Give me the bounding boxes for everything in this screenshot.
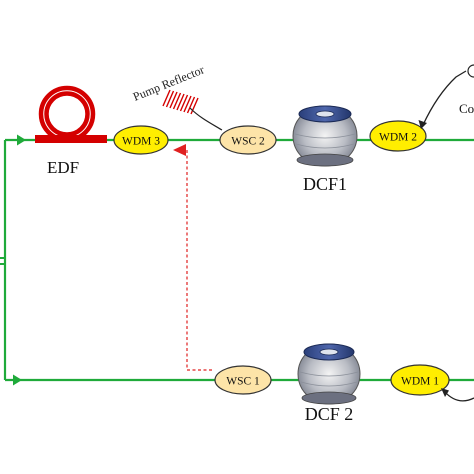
wdm1-label: WDM 1 bbox=[401, 376, 439, 388]
dashed-feedback-path bbox=[173, 144, 214, 371]
pump-reflector-grating-icon bbox=[162, 89, 199, 115]
edf-coil-icon bbox=[35, 85, 107, 143]
dcf2-label: DCF 2 bbox=[305, 404, 354, 424]
arrow-bottom-icon bbox=[13, 374, 22, 386]
wsc1-label: WSC 1 bbox=[226, 376, 260, 388]
pump-lead-top bbox=[422, 70, 467, 126]
wdm2-coupler: WDM 2 bbox=[369, 120, 427, 152]
wdm3-coupler: WDM 3 bbox=[113, 125, 169, 155]
pump-source-top-partial-icon bbox=[467, 64, 474, 78]
pump-lead-bottom bbox=[443, 390, 474, 402]
pump-reflector-fiber bbox=[189, 107, 223, 131]
dcf1-spool-icon bbox=[292, 105, 358, 167]
dcf1-label: DCF1 bbox=[303, 174, 347, 194]
wsc2-label: WSC 2 bbox=[231, 136, 265, 148]
pump-lead-top-arrow-icon bbox=[418, 120, 427, 129]
pump-lead-bottom-arrow-icon bbox=[441, 388, 449, 397]
arrow-top-icon bbox=[17, 134, 26, 146]
wsc2-coupler: WSC 2 bbox=[219, 125, 277, 155]
edf-label: EDF bbox=[47, 158, 79, 177]
partial-right-label: Co bbox=[459, 101, 474, 116]
dcf2-spool-icon bbox=[297, 343, 361, 405]
wdm2-label: WDM 2 bbox=[379, 132, 417, 144]
wdm1-coupler: WDM 1 bbox=[390, 364, 450, 396]
wdm3-label: WDM 3 bbox=[122, 136, 160, 148]
wsc1-coupler: WSC 1 bbox=[214, 365, 272, 395]
